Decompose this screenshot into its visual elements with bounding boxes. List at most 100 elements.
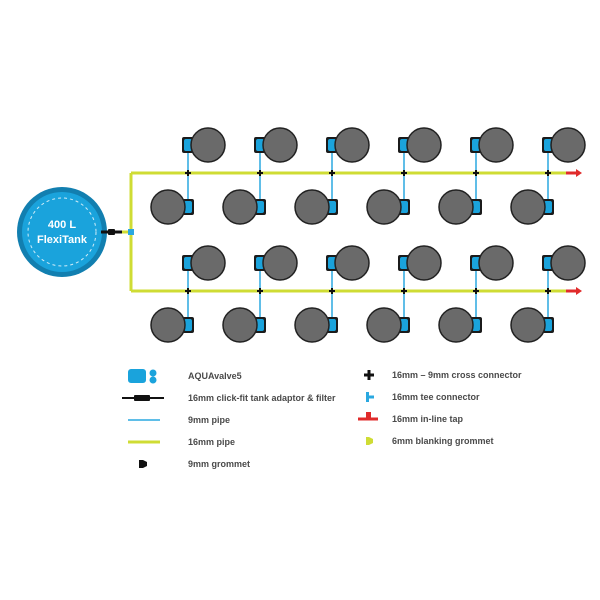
inline-tap-head xyxy=(576,287,582,295)
plant-pot xyxy=(478,245,514,281)
tap-handle xyxy=(366,412,371,419)
plant-pot xyxy=(550,245,586,281)
plant-pot xyxy=(150,189,186,225)
cross-connector-v xyxy=(547,170,549,176)
tank-adaptor-filter-body xyxy=(108,229,115,235)
cross-connector-v xyxy=(403,288,405,294)
aquavalve-body xyxy=(128,369,146,383)
legend-right-column: 16mm – 9mm cross connector 16mm tee conne… xyxy=(358,370,522,446)
aquavalve-body xyxy=(184,139,192,151)
grommet-flange xyxy=(143,460,147,468)
cross-connector-icon xyxy=(401,288,407,294)
legend-item: 16mm tee connector xyxy=(366,392,480,402)
legend-label: 9mm pipe xyxy=(188,415,230,425)
plant-pot xyxy=(510,307,546,343)
blanking-grommet-icon xyxy=(366,437,373,445)
plant-pot xyxy=(406,245,442,281)
aquavalve-body xyxy=(544,139,552,151)
cross-connector-v xyxy=(475,288,477,294)
legend-item: 16mm – 9mm cross connector xyxy=(364,370,522,380)
cross-connector-v xyxy=(259,288,261,294)
plant-pot xyxy=(366,189,402,225)
plant-pot xyxy=(550,127,586,163)
plant-pot xyxy=(366,307,402,343)
plant-pot xyxy=(510,189,546,225)
cross-connector-icon xyxy=(185,170,191,176)
aquavalve-body xyxy=(328,257,336,269)
aquavalve-body xyxy=(544,201,552,213)
tee-v xyxy=(366,392,369,402)
cross-connector-icon xyxy=(545,170,551,176)
plant-pot xyxy=(222,307,258,343)
aquavalve-body xyxy=(544,257,552,269)
legend-label: 16mm click-fit tank adaptor & filter xyxy=(188,393,336,403)
aquavalve-body xyxy=(184,257,192,269)
aquavalve-body xyxy=(256,201,264,213)
aquavalve-body xyxy=(472,201,480,213)
cross-connector-v xyxy=(331,288,333,294)
aquavalve-icon xyxy=(128,369,157,384)
pot-rows xyxy=(131,127,586,343)
flexitank-body xyxy=(22,192,102,272)
flexitank-dashed-rim xyxy=(27,197,97,267)
cross-connector-v xyxy=(331,170,333,176)
aquavalve-body xyxy=(184,319,192,331)
cross-connector-icon xyxy=(545,288,551,294)
aquavalve-body xyxy=(472,257,480,269)
cross-connector-icon xyxy=(473,170,479,176)
legend-item: 9mm grommet xyxy=(139,459,250,469)
grommet-flange xyxy=(369,437,373,445)
aquavalve-body xyxy=(400,319,408,331)
plant-pot xyxy=(438,307,474,343)
inline-tap-head xyxy=(576,169,582,177)
cross-connector-v xyxy=(187,288,189,294)
legend-label: 6mm blanking grommet xyxy=(392,436,494,446)
flexitank-capacity-label: 400 L xyxy=(48,219,76,231)
aquavalve-body xyxy=(472,139,480,151)
inline-tap-icon xyxy=(566,287,582,295)
plant-pot xyxy=(406,127,442,163)
inline-tap-icon xyxy=(566,169,582,177)
aquavalve-body xyxy=(328,201,336,213)
aquavalve-body xyxy=(256,139,264,151)
cross-connector-icon xyxy=(401,170,407,176)
9mm-grommet-icon xyxy=(139,460,147,468)
plant-pot xyxy=(190,127,226,163)
cross-connector-icon xyxy=(185,288,191,294)
plant-pot xyxy=(294,307,330,343)
legend-item: 6mm blanking grommet xyxy=(366,436,494,446)
tee-connector-icon xyxy=(128,229,134,235)
cross-connector-v xyxy=(547,288,549,294)
cross-connector-v xyxy=(475,170,477,176)
plant-pot xyxy=(294,189,330,225)
cross-connector-icon xyxy=(329,288,335,294)
tee-connector-icon xyxy=(366,392,374,402)
aquavalve-body xyxy=(256,319,264,331)
legend-item: 9mm pipe xyxy=(128,415,230,425)
cross-connector-v xyxy=(187,170,189,176)
cross-connector-v xyxy=(259,170,261,176)
grommet-body xyxy=(139,460,143,468)
legend-label: 16mm in-line tap xyxy=(392,414,464,424)
cross-connector-v xyxy=(403,170,405,176)
aquavalve-body xyxy=(400,201,408,213)
cross-connector-icon xyxy=(364,370,374,380)
plant-pot xyxy=(262,127,298,163)
aquavalve-body xyxy=(472,319,480,331)
plant-pot xyxy=(334,245,370,281)
legend-item: 16mm in-line tap xyxy=(358,412,464,424)
cross-connector-icon xyxy=(257,170,263,176)
inline-tap-icon xyxy=(358,412,378,421)
aquavalve-body xyxy=(256,257,264,269)
aquavalve-lobe-bottom xyxy=(149,376,157,384)
legend-label: 16mm tee connector xyxy=(392,392,480,402)
cross-connector-icon xyxy=(473,288,479,294)
plant-pot xyxy=(190,245,226,281)
flexitank-name-label: FlexiTank xyxy=(37,234,88,246)
aquavalve-body xyxy=(328,139,336,151)
legend-item: 16mm click-fit tank adaptor & filter xyxy=(122,393,336,403)
grommet-body xyxy=(366,437,369,445)
pot-row-1 xyxy=(131,127,586,225)
